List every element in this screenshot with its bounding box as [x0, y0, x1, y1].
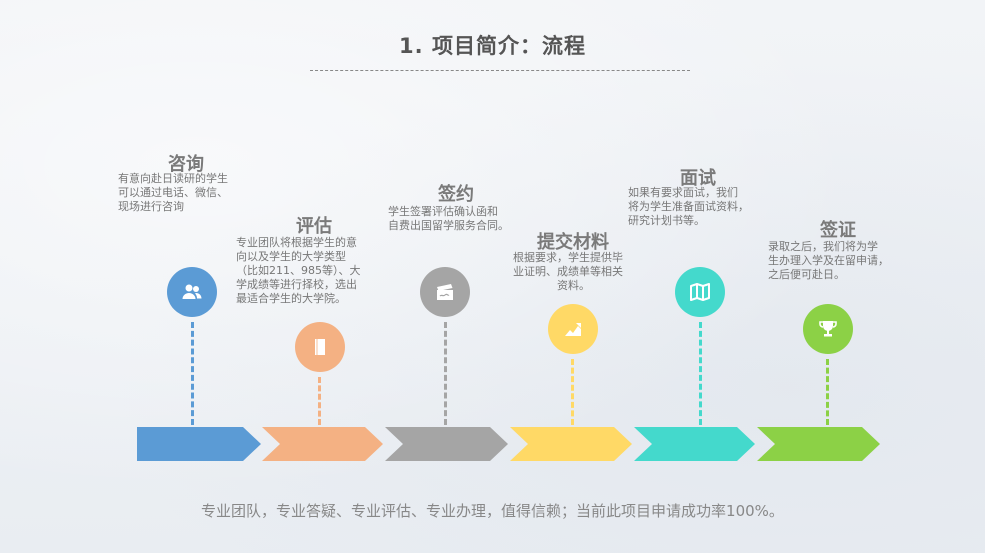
step-icon-circle — [295, 322, 345, 372]
desc-line: 最适合学生的大学院。 — [236, 292, 346, 305]
step-description: 根据要求，学生提供毕 业证明、成绩单等相关 资料。 — [513, 251, 653, 293]
desc-line: 生办理入学及在留申请， — [768, 254, 889, 267]
desc-line: 业证明、成绩单等相关 — [513, 265, 623, 278]
desc-line: 可以通过电话、微信、 — [118, 186, 228, 199]
step-description: 专业团队将根据学生的意 向以及学生的大学类型 （比如211、985等）、大 学成… — [236, 236, 396, 306]
step-description: 录取之后，我们将为学 生办理入学及在留申请， 之后便可赴日。 — [768, 240, 918, 282]
connector-line — [318, 377, 321, 425]
step-description: 学生签署评估确认函和 自费出国留学服务合同。 — [388, 205, 538, 233]
step-title: 咨询 — [168, 154, 204, 175]
footer-note: 专业团队，专业答疑、专业评估、专业办理，值得信赖；当前此项目申请成功率100%。 — [201, 502, 784, 520]
desc-line: 现场进行咨询 — [118, 200, 184, 213]
desc-line: 学成绩等进行择校，选出 — [236, 278, 357, 291]
connector-line — [699, 322, 702, 425]
desc-line: 之后便可赴日。 — [768, 268, 845, 281]
step-title: 评估 — [296, 216, 332, 237]
desc-line: 录取之后，我们将为学 — [768, 240, 878, 253]
arrow-segment-visa — [757, 427, 880, 461]
arrow-segment-consult — [137, 427, 261, 461]
arrow-segment-interview — [634, 427, 755, 461]
desc-line: 如果有要求面试，我们 — [628, 186, 738, 199]
arrow-segment-submit — [510, 427, 632, 461]
step-icon-circle — [548, 304, 598, 354]
connector-line — [571, 359, 574, 425]
step-icon-circle — [167, 267, 217, 317]
step-description: 有意向赴日读研的学生 可以通过电话、微信、 现场进行咨询 — [118, 172, 268, 214]
desc-line: 将为学生准备面试资料， — [628, 200, 749, 213]
book-icon — [313, 339, 325, 355]
step-title: 签约 — [438, 184, 474, 205]
desc-line: 根据要求，学生提供毕 — [513, 251, 623, 264]
desc-line: 专业团队将根据学生的意 — [236, 236, 357, 249]
desc-line: 向以及学生的大学类型 — [236, 250, 346, 263]
connector-line — [444, 322, 447, 425]
connector-line — [191, 322, 194, 425]
desc-line: 自费出国留学服务合同。 — [388, 219, 509, 232]
arrow-segment-evaluate — [262, 427, 383, 461]
desc-line: 研究计划书等。 — [628, 214, 705, 227]
desc-line: 资料。 — [557, 279, 590, 292]
page-title: 1. 项目简介：流程 — [399, 34, 586, 58]
step-icon-circle — [675, 267, 725, 317]
contract-icon — [437, 284, 453, 300]
step-title: 签证 — [820, 220, 856, 241]
desc-line: （比如211、985等）、大 — [236, 264, 361, 277]
chart-icon — [565, 323, 581, 336]
trophy-icon — [819, 321, 837, 337]
step-icon-circle — [420, 267, 470, 317]
arrow-segment-sign — [385, 427, 508, 461]
map-icon — [690, 283, 710, 301]
step-description: 如果有要求面试，我们 将为学生准备面试资料， 研究计划书等。 — [628, 186, 778, 228]
step-title: 面试 — [680, 168, 716, 189]
users-icon — [182, 284, 202, 299]
connector-line — [826, 359, 829, 425]
title-divider — [310, 70, 690, 71]
step-title: 提交材料 — [537, 232, 609, 253]
desc-line: 有意向赴日读研的学生 — [118, 172, 228, 185]
desc-line: 学生签署评估确认函和 — [388, 205, 498, 218]
step-icon-circle — [803, 304, 853, 354]
